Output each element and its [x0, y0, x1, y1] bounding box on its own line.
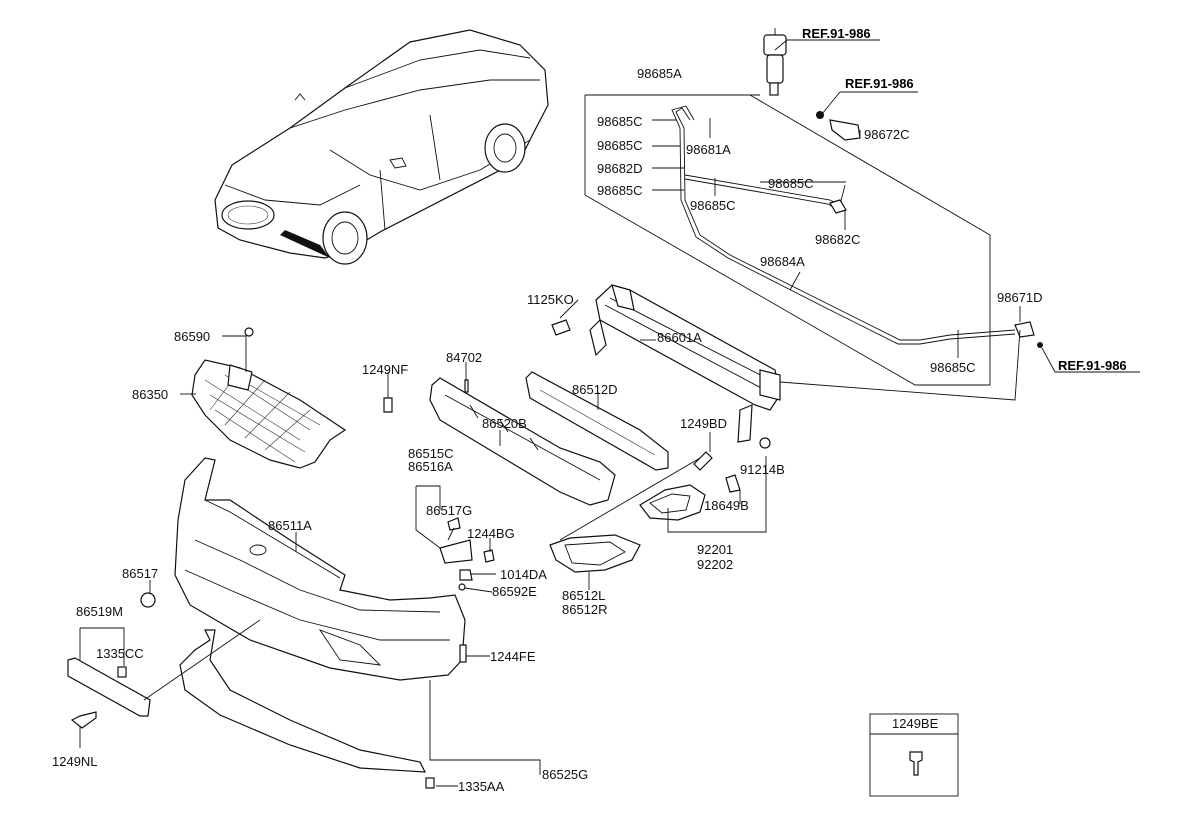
part-label-86592E: 86592E	[492, 584, 537, 599]
part-label-98685C: 98685C	[930, 360, 976, 375]
radiator-grille	[191, 359, 347, 469]
part-label-92202: 92202	[697, 557, 733, 572]
part-label-86601A: 86601A	[657, 330, 702, 345]
part-label-1335AA: 1335AA	[458, 779, 505, 794]
lower-spoiler	[179, 629, 427, 773]
legend-box	[869, 713, 959, 797]
fasteners	[70, 319, 923, 789]
bumper-cover	[174, 457, 466, 681]
part-label-98682C: 98682C	[815, 232, 861, 247]
part-labels: REF.91-986 REF.91-986 REF.91-986 98685A …	[52, 26, 1127, 794]
legend-label-1249BE: 1249BE	[892, 716, 939, 731]
part-label-86511A: 86511A	[268, 518, 312, 533]
part-label-1244BG: 1244BG	[467, 526, 515, 541]
part-label-86516A: 86516A	[408, 459, 453, 474]
part-label-98684A: 98684A	[760, 254, 805, 269]
part-label-1249NL: 1249NL	[52, 754, 98, 769]
part-label-86519M: 86519M	[76, 604, 123, 619]
part-label-86590: 86590	[174, 329, 210, 344]
washer-system-outline	[584, 94, 991, 386]
part-label-1249NF: 1249NF	[362, 362, 408, 377]
part-label-98685C: 98685C	[768, 176, 814, 191]
part-label-98685A: 98685A	[637, 66, 682, 81]
part-label-86512R: 86512R	[562, 602, 608, 617]
washer-hose	[671, 105, 1043, 348]
energy-absorber	[429, 377, 616, 506]
part-label-86515C: 86515C	[408, 446, 454, 461]
part-label-98681A: 98681A	[686, 142, 731, 157]
leader-lines	[79, 39, 1140, 787]
part-label-98685C: 98685C	[597, 138, 643, 153]
part-label-1014DA: 1014DA	[500, 567, 547, 582]
car-illustration	[214, 29, 549, 265]
part-label-86517G: 86517G	[426, 503, 472, 518]
part-label-86525G: 86525G	[542, 767, 588, 782]
part-label-86517: 86517	[122, 566, 158, 581]
part-label-86350: 86350	[132, 387, 168, 402]
part-label-98685C: 98685C	[597, 114, 643, 129]
part-label-1335CC: 1335CC	[96, 646, 144, 661]
bumper-beam	[589, 284, 781, 443]
fog-lamp-bezel	[549, 484, 706, 573]
ref-label-nozzle: REF.91-986	[845, 76, 914, 91]
part-label-98672C: 98672C	[864, 127, 910, 142]
part-label-86512D: 86512D	[572, 382, 618, 397]
part-label-91214B: 91214B	[740, 462, 785, 477]
part-label-18649B: 18649B	[704, 498, 749, 513]
part-label-86512L: 86512L	[562, 588, 605, 603]
part-label-86520B: 86520B	[482, 416, 527, 431]
ref-label-washer: REF.91-986	[802, 26, 871, 41]
part-label-98685C: 98685C	[597, 183, 643, 198]
part-label-98671D: 98671D	[997, 290, 1043, 305]
license-bracket	[67, 657, 151, 717]
part-label-1244FE: 1244FE	[490, 649, 536, 664]
part-label-98682D: 98682D	[597, 161, 643, 176]
upper-strip	[525, 371, 669, 471]
ref-label-right: REF.91-986	[1058, 358, 1127, 373]
part-label-1249BD: 1249BD	[680, 416, 727, 431]
part-label-84702: 84702	[446, 350, 482, 365]
part-label-1125KO: 1125KO	[527, 292, 574, 307]
part-label-92201: 92201	[697, 542, 733, 557]
washer-pump	[763, 28, 787, 96]
part-label-98685C: 98685C	[690, 198, 736, 213]
